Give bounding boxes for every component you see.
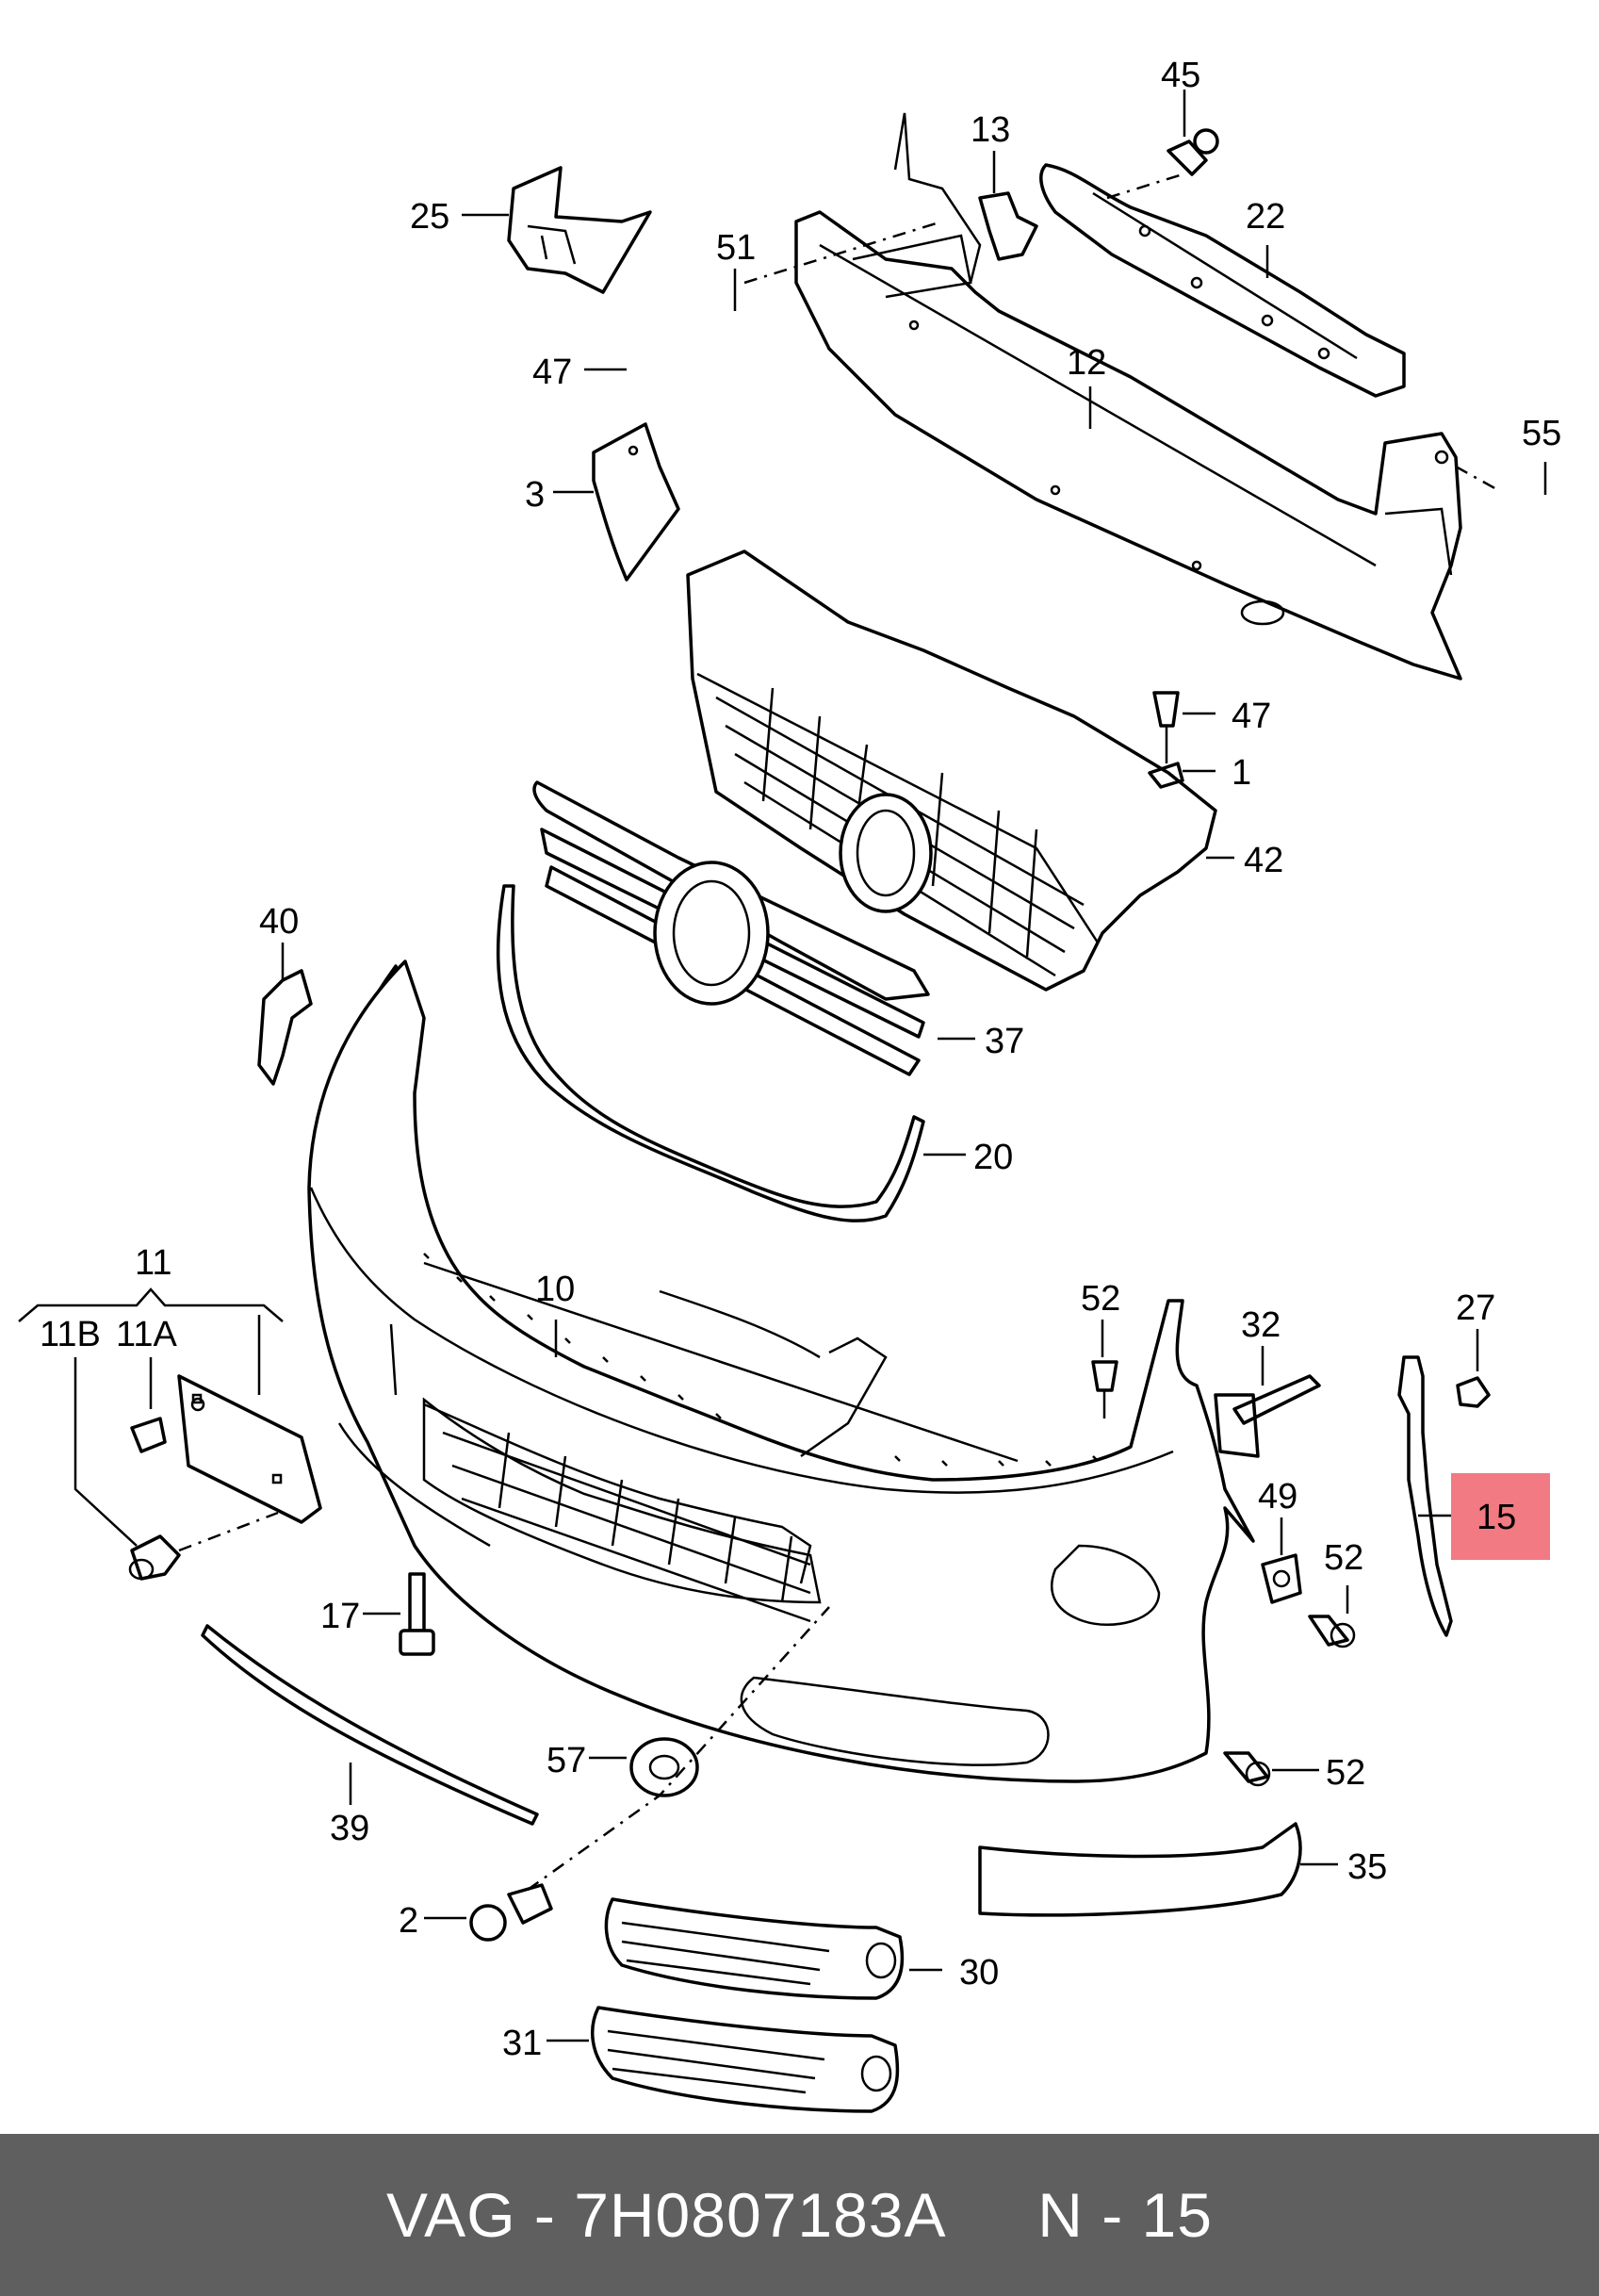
part-25-bracket <box>507 166 652 294</box>
label-1: 1 <box>1232 753 1251 793</box>
part-12-carrier <box>794 112 1462 681</box>
part-3-bracket <box>592 422 680 582</box>
label-3: 3 <box>525 475 545 515</box>
part-27-nut <box>1456 1376 1491 1408</box>
label-11a: 11A <box>116 1315 177 1354</box>
part-31-fog-grille <box>591 2006 900 2113</box>
part-15-guide <box>1397 1355 1453 1637</box>
leader-lines <box>18 90 1547 2042</box>
label-55: 55 <box>1522 414 1561 453</box>
label-52: 52 <box>1324 1538 1363 1578</box>
footer-bar: VAG - 7H0807183A N - 15 <box>0 2134 1599 2296</box>
label-49: 49 <box>1258 1477 1297 1517</box>
label-22: 22 <box>1246 197 1285 237</box>
highlight-box-15 <box>1451 1473 1550 1560</box>
label-52: 52 <box>1326 1753 1365 1793</box>
label-13: 13 <box>971 110 1010 150</box>
footer-part-number: 7H0807183A <box>574 2180 947 2250</box>
label-17: 17 <box>320 1597 360 1636</box>
part-2-bolt <box>469 1883 553 1942</box>
label-32: 32 <box>1241 1305 1281 1345</box>
part-30-fog-grille <box>604 1897 905 2000</box>
label-39: 39 <box>330 1809 369 1848</box>
label-2: 2 <box>399 1901 418 1941</box>
part-20-trim-strip <box>496 884 925 1222</box>
part-52-screw-c <box>1223 1751 1271 1787</box>
part-52-screw-a <box>1091 1360 1118 1419</box>
part-32-bolt <box>1214 1374 1321 1458</box>
label-25: 25 <box>410 197 449 237</box>
part-52-screw-b <box>1308 1615 1356 1648</box>
label-47: 47 <box>532 353 572 392</box>
label-31: 31 <box>502 2024 542 2063</box>
part-42-grille <box>686 549 1217 992</box>
part-10-bumper-cover <box>307 959 1255 1783</box>
label-15: 15 <box>1477 1498 1516 1537</box>
part-37-trim-bars <box>532 780 930 1076</box>
footer-brand: VAG <box>386 2180 516 2250</box>
part-35-trim-cover <box>978 1822 1302 1917</box>
label-11: 11 <box>135 1243 171 1283</box>
footer-position-label: N - 15 <box>1037 2180 1213 2250</box>
label-27: 27 <box>1456 1288 1495 1328</box>
label-40: 40 <box>259 902 299 942</box>
exploded-parts-diagram: 45 13 25 51 22 47 12 55 3 47 1 42 40 37 … <box>18 56 1561 2113</box>
label-45: 45 <box>1161 56 1200 95</box>
label-30: 30 <box>959 1953 999 1993</box>
part-13-bracket <box>978 191 1038 261</box>
label-51: 51 <box>716 228 756 268</box>
part-17-screw <box>399 1572 435 1656</box>
label-11b: 11B <box>40 1315 101 1354</box>
label-20: 20 <box>973 1138 1013 1177</box>
footer-separator: - <box>515 2180 575 2250</box>
part-11-license-bracket <box>177 1374 322 1524</box>
part-22-cover <box>1039 163 1406 398</box>
part-49-clip <box>1261 1553 1302 1604</box>
footer-gap <box>947 2179 1038 2251</box>
part-40-bracket <box>257 969 313 1086</box>
part-11b-rivet <box>128 1534 181 1581</box>
label-35: 35 <box>1347 1847 1387 1887</box>
label-47: 47 <box>1232 697 1271 736</box>
label-10: 10 <box>535 1270 575 1309</box>
callout-labels: 45 13 25 51 22 47 12 55 3 47 1 42 40 37 … <box>40 56 1561 2063</box>
part-1-washer <box>1148 762 1184 789</box>
label-12: 12 <box>1067 343 1106 383</box>
part-11a-clip <box>130 1417 167 1453</box>
part-39-spoiler-strip <box>201 1624 539 1826</box>
label-52: 52 <box>1081 1279 1120 1319</box>
label-57: 57 <box>547 1741 586 1780</box>
label-37: 37 <box>985 1022 1024 1061</box>
part-45-clip <box>1167 128 1219 176</box>
part-47-screw <box>1152 691 1180 763</box>
label-42: 42 <box>1244 841 1283 880</box>
part-57-grommet <box>629 1737 699 1797</box>
